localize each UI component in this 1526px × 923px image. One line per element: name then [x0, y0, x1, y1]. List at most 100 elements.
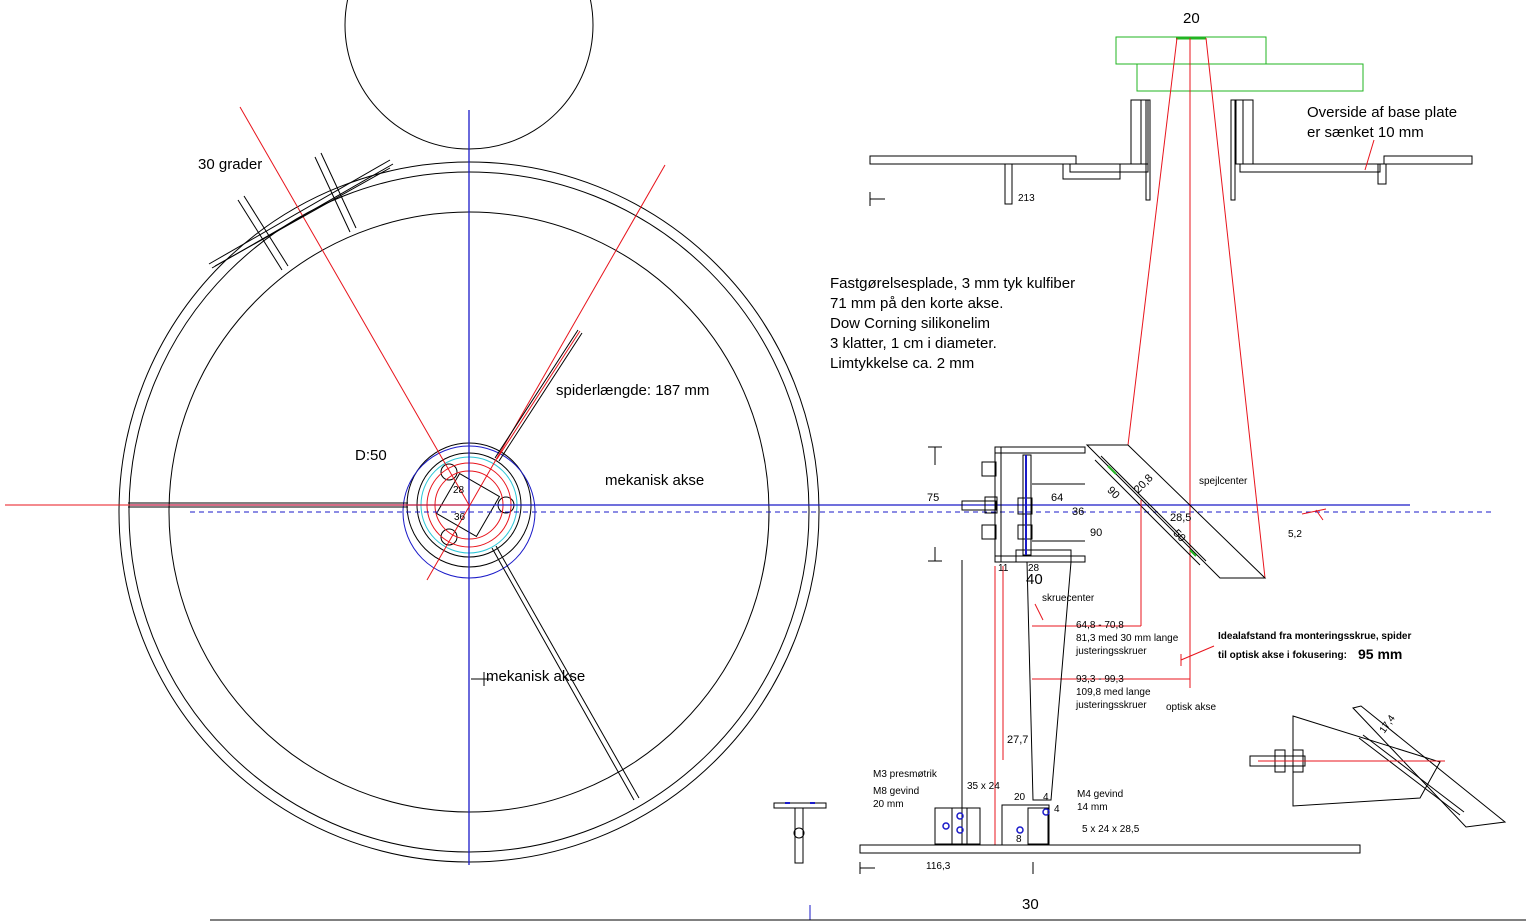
stand-column: [1026, 561, 1072, 801]
note-line: 71 mm på den korte akse.: [830, 295, 1004, 312]
dim-28-5: 28,5: [1170, 512, 1192, 524]
plate-post-right-1: [1230, 99, 1236, 201]
plate-right: [1383, 155, 1473, 165]
plate-right-step2: [1377, 163, 1387, 185]
label-optisk-akse: optisk akse: [1166, 702, 1217, 713]
range-block-2: 93,3 - 99,3 109,8 med lange justeringssk…: [1076, 673, 1151, 712]
side-view-cone: [1292, 715, 1441, 807]
plate-post-right-3: [1242, 99, 1254, 165]
m4-block: [1001, 804, 1050, 846]
bracket-leg-2a: [314, 156, 351, 233]
label-idealafstand-2: til optisk akse i fokusering:: [1218, 650, 1347, 661]
dim-8: 8: [1016, 834, 1022, 845]
dim-30: 30: [1022, 896, 1039, 913]
plate-post-right-2: [1235, 99, 1244, 165]
label-m4-2: 14 mm: [1077, 802, 1108, 813]
screw-top: [981, 461, 997, 477]
hub-square: [435, 472, 501, 538]
label-skruecenter: skruecenter: [1042, 593, 1095, 604]
dim-64: 64: [1051, 492, 1064, 504]
dim-5x24x28-5: 5 x 24 x 28,5: [1082, 824, 1140, 835]
dim-hub-28: 28: [453, 485, 465, 496]
light-cone-right: [1205, 37, 1266, 579]
label-m8-1: M8 gevind: [873, 786, 920, 797]
side-view-mirror: [1352, 705, 1507, 828]
spider-vane-lower-2: [495, 545, 640, 799]
hub-hole-1: [440, 463, 458, 481]
bracket-leg-1b: [243, 195, 289, 267]
dim-4b: 4: [1054, 804, 1060, 815]
dim-116-3: 116,3: [926, 861, 951, 872]
label-idealafstand-1: Idealafstand fra monteringsskrue, spider: [1218, 631, 1412, 642]
dim-5-2: 5,2: [1288, 529, 1302, 540]
red-axis-30deg: [239, 106, 470, 506]
mirror-body: [1085, 444, 1267, 579]
bracket-bar-1: [208, 159, 391, 265]
dim-35x24: 35 x 24: [967, 781, 1000, 792]
red-axis-diag: [426, 164, 666, 581]
plate-left: [869, 155, 1077, 165]
label-30-grader: 30 grader: [198, 156, 263, 173]
range-line: 64,8 - 70,8: [1076, 620, 1124, 631]
label-overside-2: er sænket 10 mm: [1307, 124, 1424, 141]
dim-36: 36: [1072, 506, 1085, 518]
bracket-bar-3: [214, 167, 391, 267]
dim-90: 90: [1090, 527, 1103, 539]
spider-vane-upper-1: [494, 329, 579, 459]
label-diameter: D:50: [355, 447, 387, 464]
screw-bottom: [981, 524, 997, 540]
small-part-stem: [794, 807, 804, 864]
range-line: justeringsskruer: [1076, 646, 1147, 657]
spider-vane-lower-1: [491, 547, 635, 801]
label-m4-1: M4 gevind: [1077, 789, 1124, 800]
green-box-top: [1115, 36, 1267, 65]
range-line: 109,8 med lange: [1076, 687, 1151, 698]
dim-20-top: 20: [1183, 10, 1200, 27]
note-line: Dow Corning silikonelim: [830, 315, 991, 332]
label-m8-2: 20 mm: [873, 799, 904, 810]
plate-post-left-3: [1145, 99, 1151, 201]
spider-vane-upper-red: [496, 330, 581, 460]
label-spider-length: spiderlængde: 187 mm: [556, 382, 710, 399]
dim-hub-36: 36: [454, 512, 466, 523]
screw-mid: [961, 500, 997, 511]
plate-post-left-2: [1140, 99, 1149, 165]
label-mechanical-axis-v: mekanisk akse: [486, 668, 586, 685]
plate-stem-left: [1004, 163, 1013, 205]
plate-right-step: [1239, 163, 1381, 173]
note-line: Fastgørelsesplade, 3 mm tyk kulfiber: [830, 275, 1076, 292]
label-idealafstand-value: 95 mm: [1358, 646, 1403, 662]
label-m3: M3 presmøtrik: [873, 769, 937, 780]
mirror-face-1: [1094, 459, 1201, 566]
bracket-leg-1a: [237, 199, 283, 271]
dim-20-base: 20: [1014, 792, 1026, 803]
mirror-bracket-top: [994, 446, 1086, 454]
dim-4a: 4: [1043, 792, 1049, 803]
note-block: Fastgørelsesplade, 3 mm tyk kulfiber 71 …: [830, 274, 1075, 374]
dim-11: 11: [998, 563, 1009, 574]
range-line: justeringsskruer: [1076, 700, 1147, 711]
dim-28: 28: [1028, 563, 1040, 574]
base-plate: [859, 844, 1361, 854]
dim-27-7: 27,7: [1007, 734, 1029, 746]
bracket-leg-2b: [320, 152, 357, 229]
dim-75: 75: [927, 492, 940, 504]
dim-40: 40: [1026, 571, 1043, 588]
range-line: 93,3 - 99,3: [1076, 674, 1124, 685]
range-line: 81,3 med 30 mm lange: [1076, 633, 1179, 644]
green-box-bottom: [1136, 63, 1364, 92]
screw-mid-head: [984, 496, 998, 514]
plate-left-step2: [1069, 163, 1149, 173]
label-mechanical-axis-h: mekanisk akse: [605, 472, 705, 489]
spider-vane-upper-2: [498, 332, 583, 462]
plate-post-left-1: [1130, 99, 1142, 165]
m8-block-inner: [951, 807, 968, 845]
range-block-1: 64,8 - 70,8 81,3 med 30 mm lange justeri…: [1076, 619, 1178, 658]
small-part-top: [773, 802, 827, 809]
mirror-bracket-side: [994, 446, 1002, 563]
note-line: Limtykkelse ca. 2 mm: [830, 355, 975, 372]
m4-block-inner: [1027, 807, 1049, 845]
label-spejlcenter: spejlcenter: [1199, 476, 1248, 487]
note-line: 3 klatter, 1 cm i diameter.: [830, 335, 997, 352]
